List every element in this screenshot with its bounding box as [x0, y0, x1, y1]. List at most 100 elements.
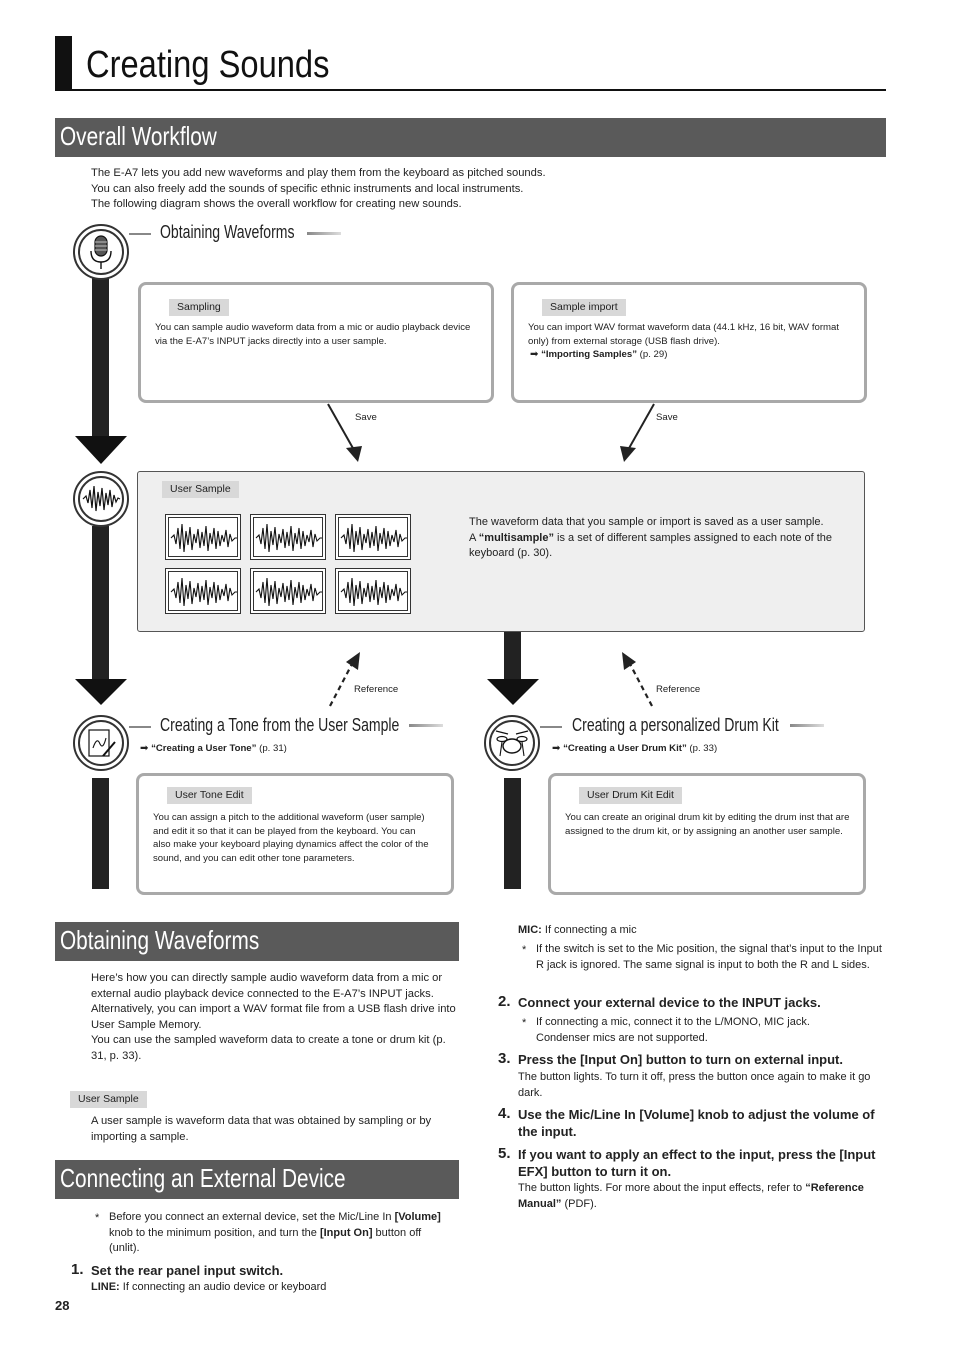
waveform-thumbnail — [165, 514, 241, 560]
text-span: (PDF). — [561, 1197, 597, 1210]
obtaining-subheading: Obtaining Waveforms — [160, 222, 295, 242]
subhead-line — [129, 726, 151, 728]
obtaining-paragraph: Alternatively, you can import a WAV form… — [91, 1003, 456, 1031]
subhead-line — [409, 724, 443, 727]
flow-arrow-down-icon — [487, 679, 539, 705]
ref-link-text: “Creating a User Tone” — [151, 743, 257, 754]
asterisk-mark: * — [522, 944, 527, 956]
step-5-title: If you want to apply an effect to the in… — [518, 1146, 884, 1180]
waveform-icon — [255, 577, 322, 607]
volume-term: Volume — [643, 1107, 690, 1122]
importing-samples-ref[interactable]: ➡ “Importing Samples” (p. 29) — [530, 349, 667, 360]
save-arrow-left-icon — [327, 403, 362, 462]
user-drum-kit-edit-box: User Drum Kit Edit You can create an ori… — [548, 773, 866, 895]
waveform-thumbnail — [335, 514, 411, 560]
line-option: LINE: If connecting an audio device or k… — [91, 1281, 326, 1293]
text-span: ] knob to adjust the volume of the input… — [518, 1107, 875, 1139]
text-span: ] button to turn on external input. — [637, 1052, 844, 1067]
tone-edit-icon — [88, 729, 116, 757]
flow-bar-bottom — [92, 778, 109, 889]
obtaining-heading: Obtaining Waveforms — [60, 925, 260, 955]
flow-arrow-down-icon — [75, 436, 127, 464]
workflow-heading-bar: Overall Workflow — [55, 118, 886, 157]
page-number: 28 — [55, 1298, 70, 1313]
drum-circle — [484, 715, 540, 771]
sample-import-box: Sample import You can import WAV format … — [511, 282, 867, 403]
flow-bar-drum-bottom — [504, 778, 521, 889]
input-efx-term: Input EFX — [518, 1147, 876, 1179]
waveform-thumbnail — [250, 568, 326, 614]
waveform-thumbnail — [165, 568, 241, 614]
sample-import-text: You can import WAV format waveform data … — [528, 322, 840, 347]
text-span: button off (unlit). — [109, 1226, 422, 1255]
step-1-title: Set the rear panel input switch. — [91, 1263, 284, 1278]
subhead-line — [129, 233, 151, 235]
asterisk-mark: * — [522, 1017, 527, 1029]
creating-user-tone-ref[interactable]: ➡ “Creating a User Tone” (p. 31) — [140, 743, 287, 754]
user-sample-definition: A user sample is waveform data that was … — [91, 1115, 432, 1143]
multisample-text: A “multisample” is a set of different sa… — [469, 531, 849, 562]
sampling-tag: Sampling — [169, 299, 229, 316]
drum-kit-icon — [495, 730, 529, 757]
reference-arrow-right-icon — [622, 652, 653, 707]
step-2-note: If connecting a mic, connect it to the L… — [536, 1016, 810, 1044]
text-span: Press the [ — [518, 1052, 585, 1067]
user-tone-edit-tag: User Tone Edit — [167, 787, 252, 804]
input-on-term: [Input On] — [319, 1226, 373, 1239]
flow-bar-top — [92, 278, 109, 438]
waveform-icon — [170, 577, 237, 607]
mic-note: If the switch is set to the Mic position… — [536, 943, 882, 971]
tone-circle — [73, 715, 129, 771]
connecting-note: Before you connect an external device, s… — [109, 1210, 454, 1257]
step-4-number: 4. — [498, 1105, 511, 1122]
connecting-heading: Connecting an External Device — [60, 1163, 346, 1193]
waveform-icon — [255, 523, 322, 553]
save-label-left: Save — [355, 412, 377, 423]
step-5-number: 5. — [498, 1145, 511, 1162]
workflow-intro: The E-A7 lets you add new waveforms and … — [91, 166, 791, 213]
volume-term: [Volume] — [394, 1211, 441, 1223]
text-span: Use the Mic/Line In [ — [518, 1107, 644, 1122]
user-sample-tag: User Sample — [162, 481, 239, 498]
user-drum-kit-edit-text: You can create an original drum kit by e… — [565, 812, 850, 837]
user-sample-tag: User Sample — [70, 1091, 147, 1108]
text-span: The button lights. For more about the in… — [518, 1182, 806, 1194]
tone-subheading: Creating a Tone from the User Sample — [160, 715, 400, 735]
waveform-thumbnail — [335, 568, 411, 614]
obtaining-paragraph: Here’s how you can directly sample audio… — [91, 972, 443, 1000]
obtaining-body: Here’s how you can directly sample audio… — [91, 971, 459, 1065]
title-rule — [72, 89, 886, 91]
user-sample-box: User Sample The waveform data that you s… — [137, 471, 865, 632]
arrow-right-icon: ➡ — [552, 743, 561, 754]
arrow-right-icon: ➡ — [140, 743, 149, 754]
microphone-icon — [90, 235, 112, 269]
save-label-right: Save — [656, 412, 678, 423]
mic-circle — [73, 224, 129, 280]
step-1-number: 1. — [71, 1261, 84, 1278]
creating-user-drum-kit-ref[interactable]: ➡ “Creating a User Drum Kit” (p. 33) — [552, 743, 717, 754]
connecting-heading-bar: Connecting an External Device — [55, 1160, 459, 1199]
asterisk-mark: * — [95, 1212, 100, 1224]
step-3-number: 3. — [498, 1050, 511, 1067]
user-tone-edit-text: You can assign a pitch to the additional… — [153, 812, 429, 864]
title-marker — [55, 36, 72, 91]
text-span: knob to the minimum position, and turn t… — [109, 1226, 320, 1239]
obtaining-heading-bar: Obtaining Waveforms — [55, 922, 459, 961]
waveform-icon — [82, 485, 121, 512]
user-drum-kit-edit-tag: User Drum Kit Edit — [579, 787, 682, 804]
text-span: If you want to apply an effect to the in… — [518, 1147, 844, 1162]
user-sample-description: The waveform data that you sample or imp… — [469, 515, 849, 562]
sampling-text: You can sample audio waveform data from … — [155, 322, 471, 347]
drum-subheading: Creating a personalized Drum Kit — [572, 715, 779, 735]
text-span: A — [469, 531, 479, 544]
ref-page: (p. 31) — [256, 743, 287, 754]
arrow-right-icon: ➡ — [530, 349, 539, 360]
mic-label: MIC: — [518, 924, 542, 936]
sampling-box: Sampling You can sample audio waveform d… — [138, 282, 494, 403]
flow-bar-mid — [92, 526, 109, 681]
step-2-number: 2. — [498, 993, 511, 1010]
mic-option: MIC: If connecting a mic — [518, 924, 637, 936]
step-4-title: Use the Mic/Line In [Volume] knob to adj… — [518, 1106, 888, 1140]
reference-label-left: Reference — [354, 684, 399, 695]
text-span: is a set of different samples assigned t… — [469, 531, 833, 560]
